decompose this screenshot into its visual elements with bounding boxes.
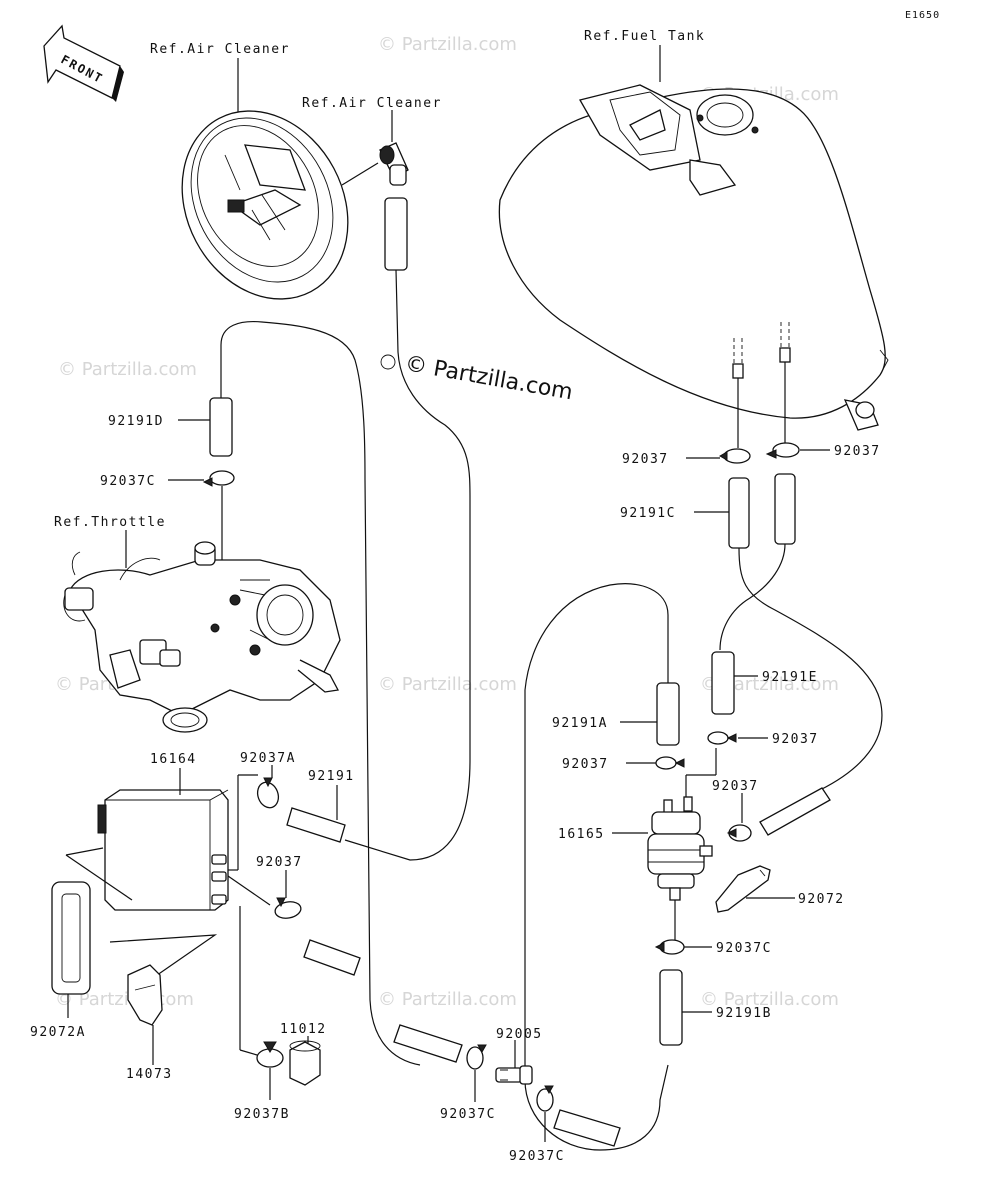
clamp-92037-tr	[765, 442, 800, 459]
label-92037-c: 92037	[772, 732, 819, 747]
clamp-92037c-a	[202, 470, 235, 487]
label-92037C-b: 92037C	[440, 1107, 496, 1122]
tank-outlets	[732, 322, 791, 448]
clamp-92037a	[256, 777, 280, 809]
front-arrow-icon: FRONT	[43, 24, 124, 102]
fuel-filter-16165	[647, 796, 713, 901]
cap-11012	[289, 1040, 321, 1086]
hose-air-cleaner	[384, 197, 408, 271]
label-14073: 14073	[126, 1067, 173, 1082]
clamp-92037-tl	[718, 448, 751, 464]
diagram-code: E1650	[905, 10, 940, 21]
label-92072: 92072	[798, 892, 845, 907]
clamp-92037-c	[707, 731, 737, 745]
label-92037A: 92037A	[240, 751, 296, 766]
label-92191B: 92191B	[716, 1006, 772, 1021]
label-16165: 16165	[558, 827, 605, 842]
clamp-92037-a	[274, 897, 302, 919]
label-16164: 16164	[150, 752, 197, 767]
label-92037B: 92037B	[234, 1107, 290, 1122]
fuel-tank	[498, 84, 889, 431]
hose-bottom	[553, 1109, 621, 1147]
hose-route-1	[344, 269, 471, 861]
hose-mid	[303, 939, 361, 976]
hose-92191b	[659, 969, 683, 1046]
clamp-92037c-c	[536, 1085, 554, 1112]
label-92037-tr: 92037	[834, 444, 881, 459]
clamp-92037-d	[726, 824, 752, 842]
leader-air-cleaner-2	[341, 162, 379, 186]
watermark-main-text: © Partzilla.com	[403, 351, 575, 405]
clamp-92037b	[256, 1041, 284, 1068]
label-92005: 92005	[496, 1027, 543, 1042]
hose-92191c-left	[728, 477, 750, 549]
throttle-body	[63, 541, 341, 733]
label-92191C: 92191C	[620, 506, 676, 521]
label-92191D: 92191D	[108, 414, 164, 429]
label-ref-air-cleaner-2: Ref.Air Cleaner	[302, 96, 442, 111]
label-92191: 92191	[308, 769, 355, 784]
label-92037C-d: 92037C	[716, 941, 772, 956]
bracket-92072	[715, 865, 771, 913]
hose-near-joint	[393, 1024, 463, 1063]
watermark-faint-1: © Partzilla.com	[378, 34, 517, 55]
hose-92191e	[711, 651, 735, 715]
clamp-92037-b	[655, 756, 685, 770]
hose-92191d	[209, 397, 233, 457]
label-11012: 11012	[280, 1022, 327, 1037]
bracket-14073	[127, 964, 163, 1026]
label-92037-b: 92037	[562, 757, 609, 772]
joint-92005	[495, 1065, 533, 1085]
label-92037-a: 92037	[256, 855, 303, 870]
label-ref-air-cleaner-1: Ref.Air Cleaner	[150, 42, 290, 57]
watermark-faint-9: © Partzilla.com	[378, 989, 517, 1010]
label-ref-throttle: Ref.Throttle	[54, 515, 166, 530]
watermark-faint-7: © Partzilla.com	[700, 674, 839, 695]
clamp-92037c-d	[654, 939, 685, 955]
hose-92191a	[656, 682, 680, 746]
hose-92191c-right	[774, 473, 796, 545]
canister-16164	[97, 789, 229, 911]
watermark-main: © Partzilla.com	[380, 351, 575, 405]
hose-92191	[286, 807, 346, 843]
watermark-faint-3: © Partzilla.com	[58, 359, 197, 380]
label-92037-tl: 92037	[622, 452, 669, 467]
label-92072A: 92072A	[30, 1025, 86, 1040]
watermark-faint-10: © Partzilla.com	[700, 989, 839, 1010]
label-92191E: 92191E	[762, 670, 818, 685]
air-cleaner-housing	[181, 110, 349, 300]
label-92037C-a: 92037C	[100, 474, 156, 489]
label-92191A: 92191A	[552, 716, 608, 731]
elbow-fitting	[379, 142, 409, 186]
band-92072a	[51, 881, 91, 995]
hose-right-diag	[759, 787, 831, 836]
watermark-faint-6: © Partzilla.com	[378, 674, 517, 695]
label-92037-d: 92037	[712, 779, 759, 794]
clamp-92037c-b	[466, 1044, 487, 1070]
label-ref-fuel-tank: Ref.Fuel Tank	[584, 29, 705, 44]
label-92037C-c: 92037C	[509, 1149, 565, 1164]
